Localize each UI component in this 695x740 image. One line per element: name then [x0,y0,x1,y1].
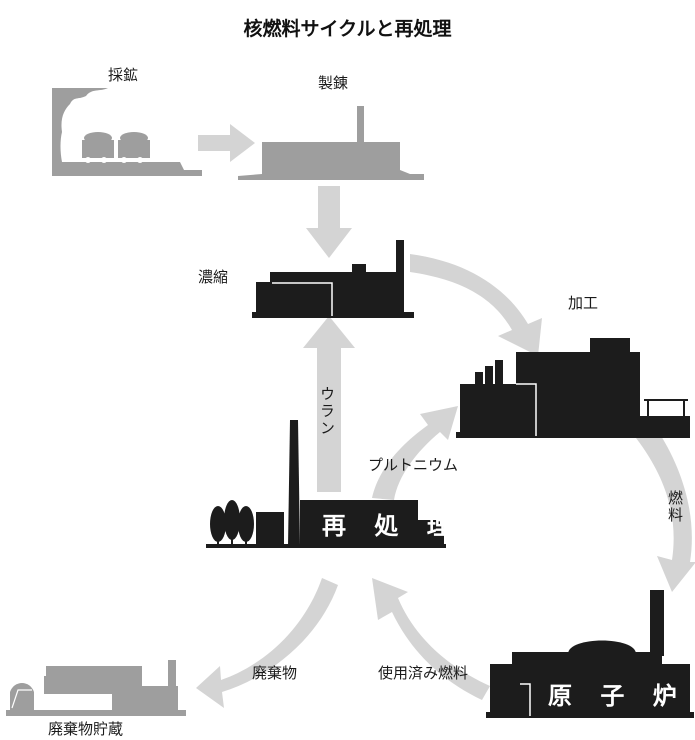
mining-carts-wheels [68,110,143,163]
label-reprocessing: 再 処 理 [322,512,461,540]
arrow-fabrication-to-reactor [636,428,695,592]
arrow-reprocessing-to-waste [196,578,338,708]
fabrication-facility [456,338,690,438]
label-spent-fuel: 使用済み燃料 [378,664,469,682]
label-waste: 廃棄物 [252,664,298,682]
reprocessing-facility [206,420,446,548]
label-fabrication: 加工 [568,294,599,312]
enrichment-facility [252,240,414,318]
label-smelting: 製錬 [318,74,349,92]
label-reactor: 原 子 炉 [548,682,687,710]
label-enrichment: 濃縮 [198,268,229,286]
fabrication-crane [644,399,688,418]
arrow-smelting-to-enrichment [306,186,352,258]
mining-facility [52,88,202,176]
label-waste-storage: 廃棄物貯蔵 [48,720,124,738]
fabrication-truck [646,424,682,436]
waste-storage-facility [6,660,186,716]
label-mining: 採鉱 [108,66,139,84]
arrow-reprocessing-to-fabrication [372,406,458,500]
label-uranium: ウラン [318,386,336,437]
arrow-mining-to-smelting [198,124,255,162]
flow-arrows [196,124,695,708]
enrichment-outline [272,282,333,316]
reactor-outline [520,683,531,716]
fabrication-outline [516,383,537,436]
reactor-facility [486,590,694,718]
label-plutonium: プルトニウム [368,456,459,474]
arrow-reactor-to-reprocessing [372,578,490,700]
arrow-reprocessing-to-enrichment [303,316,355,492]
arrow-enrichment-to-fabrication [410,254,542,356]
smelting-facility [238,106,424,180]
label-fuel: 燃料 [666,490,684,524]
diagram-title: 核燃料サイクルと再処理 [243,18,452,40]
waste-storage-detail [11,689,32,709]
